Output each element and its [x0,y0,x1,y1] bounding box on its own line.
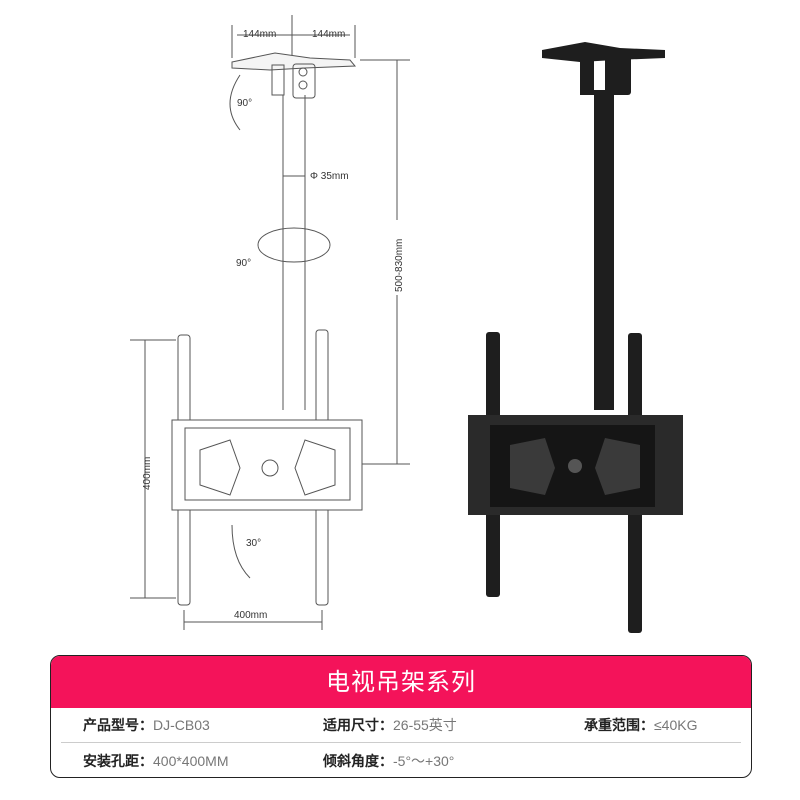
rotate-top-label: 90° [237,98,252,109]
spec-title: 电视吊架系列 [51,656,751,708]
spec-key-size: 适用尺寸： [323,718,393,734]
row-divider [61,742,741,743]
spec-key-model: 产品型号： [83,718,153,734]
dim-vesa-width: 400mm [234,610,267,621]
spec-value-model: DJ-CB03 [153,717,210,733]
dim-vesa-height: 400mm [142,457,153,490]
spec-table: 电视吊架系列 产品型号：DJ-CB03 适用尺寸：26-55英寸 承重范围：≤4… [50,655,752,778]
dim-width-left: 144mm [243,29,276,40]
dim-width-right: 144mm [312,29,345,40]
line-drawing [130,15,410,630]
spec-key-load: 承重范围： [584,718,654,734]
spec-value-load: ≤40KG [654,717,698,733]
spec-value-vesa: 400*400MM [153,753,229,769]
spec-value-tilt: -5°～+30° [393,753,455,769]
dim-height-range: 500-830mm [394,239,405,292]
spec-row: 安装孔距：400*400MM 倾斜角度：-5°～+30° [51,746,751,776]
rotate-swivel-label: 90° [236,258,251,269]
dim-tube-diameter: Φ 35mm [310,171,349,182]
tilt-label: 30° [246,538,261,549]
spec-value-size: 26-55英寸 [393,717,457,733]
spec-row: 产品型号：DJ-CB03 适用尺寸：26-55英寸 承重范围：≤40KG [51,710,751,740]
product-illustration: 144mm 144mm Φ 35mm 500-830mm 90° 90° 30°… [130,15,683,633]
spec-key-tilt: 倾斜角度： [323,754,393,770]
spec-key-vesa: 安装孔距： [83,754,153,770]
product-photo [468,42,683,633]
